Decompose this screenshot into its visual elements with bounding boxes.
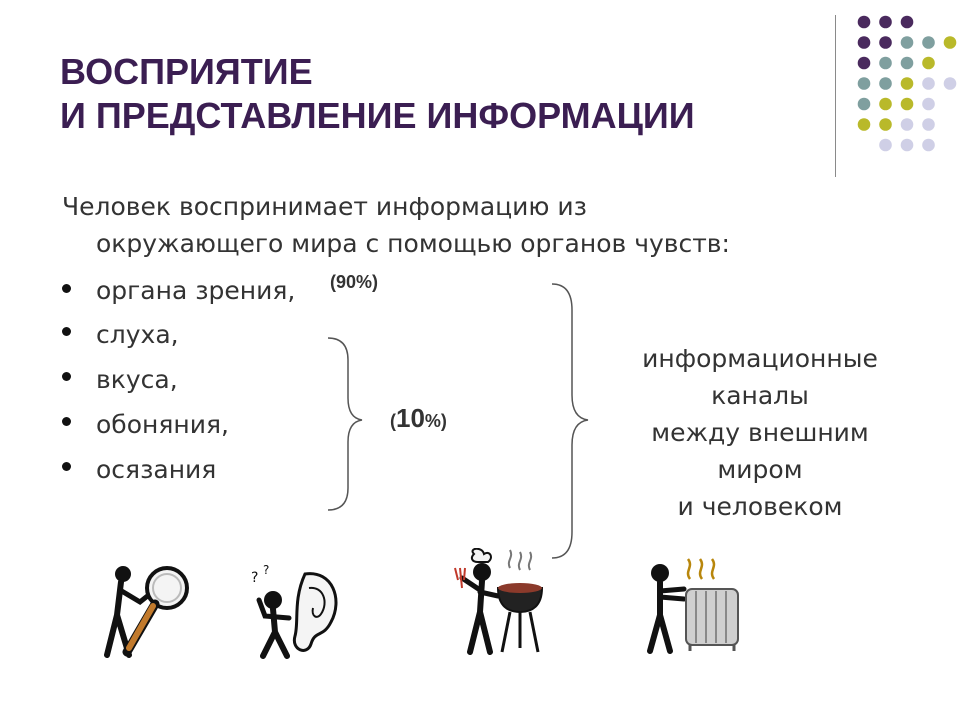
vision-percent: (90%) [330, 272, 379, 292]
title-line-2: И ПРЕДСТАВЛЕНИЕ ИНФОРМАЦИИ [60, 95, 695, 136]
bullet-dot [62, 462, 71, 471]
channels-line-2: каналы [711, 381, 809, 410]
decorative-dot [857, 118, 871, 131]
decorative-dot [900, 138, 914, 152]
sense-item-touch: осязания [96, 455, 217, 484]
sense-item-taste: вкуса, [96, 365, 178, 394]
decorative-dot [943, 36, 957, 49]
other-senses-percent: (10%) [390, 403, 447, 434]
intro-line-2: окружающего мира с помощью органов чувст… [96, 229, 730, 258]
decorative-dot [879, 15, 892, 29]
channels-line-5: и человеком [677, 492, 843, 521]
channels-caption: информационные каналы между внешним миро… [600, 340, 920, 525]
decorative-dot [879, 36, 892, 49]
decorative-divider [835, 15, 836, 177]
decorative-dot [857, 77, 871, 90]
decorative-dot [922, 56, 935, 70]
channels-line-4: миром [717, 455, 803, 484]
decorative-dot [857, 97, 871, 111]
percent-value: 10 [396, 403, 425, 433]
intro-line-1: Человек воспринимает информацию из [62, 192, 587, 221]
decorative-dot [879, 77, 892, 90]
decorative-dot [900, 36, 914, 49]
decorative-dot [900, 97, 914, 111]
decorative-dot [922, 118, 935, 131]
decorative-dot [879, 118, 892, 131]
decorative-dot [857, 56, 871, 70]
decorative-dot [857, 36, 871, 49]
decorative-dot [922, 36, 935, 49]
decorative-dot [900, 15, 914, 29]
decorative-dot [900, 118, 914, 131]
title-line-1: ВОСПРИЯТИЕ [60, 51, 313, 92]
percent-open-paren: ( [390, 411, 396, 431]
decorative-dot [900, 56, 914, 70]
channels-line-1: информационные [642, 344, 878, 373]
large-curly-brace [551, 283, 589, 559]
decorative-dot [879, 97, 892, 111]
channels-line-3: между внешним [651, 418, 869, 447]
decorative-dot [943, 77, 957, 90]
percent-close-paren: %) [424, 411, 447, 431]
bullet-dot [62, 372, 71, 381]
decorative-dot [879, 56, 892, 70]
decorative-dot [900, 77, 914, 90]
bullet-dot [62, 284, 71, 293]
decorative-dot-grid [857, 15, 957, 152]
decorative-dot [922, 97, 935, 111]
listening-person-icon: ? ? [251, 563, 338, 659]
slide-title: ВОСПРИЯТИЕ И ПРЕДСТАВЛЕНИЕ ИНФОРМАЦИИ [60, 50, 695, 138]
svg-text:?: ? [263, 563, 269, 577]
sense-item-smell: обоняния, [96, 410, 229, 439]
decorative-dot [857, 15, 871, 29]
decorative-dot [922, 138, 935, 152]
warming-person-icon [647, 558, 739, 654]
sense-item-hearing: слуха, [96, 320, 179, 349]
bullet-dot [62, 417, 71, 426]
sense-item-vision: органа зрения, [96, 276, 296, 305]
decorative-dot [922, 77, 935, 90]
cooking-person-icon [454, 548, 544, 655]
small-curly-brace [327, 337, 363, 511]
decorative-dot [879, 138, 892, 152]
magnifier-person-icon [104, 566, 189, 658]
svg-text:?: ? [251, 570, 258, 586]
bullet-dot [62, 327, 71, 336]
